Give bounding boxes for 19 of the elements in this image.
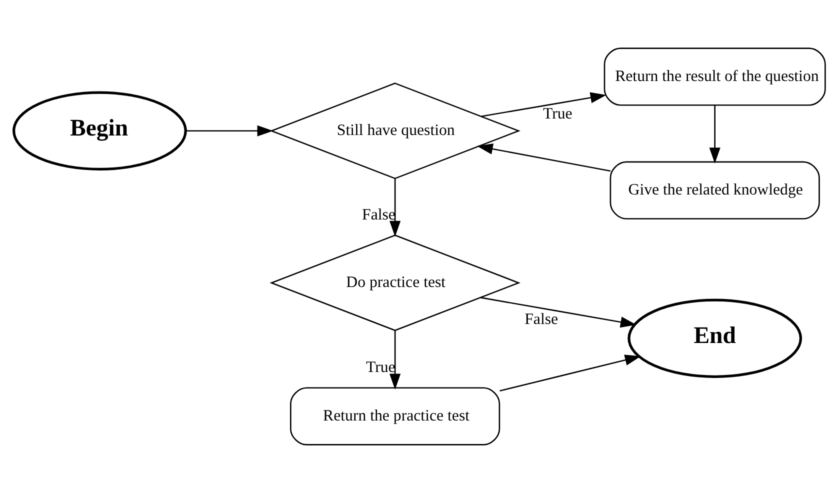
arrow <box>709 104 720 163</box>
node-box: Return the result of the question <box>604 47 826 106</box>
edge-label: False <box>524 310 558 328</box>
node-diamond: Do practice test <box>270 234 520 331</box>
edge-label: True <box>542 105 572 122</box>
arrow <box>186 124 274 136</box>
arrow <box>390 330 401 390</box>
node-ellipse: End <box>628 298 802 378</box>
node-ellipse: Begin <box>12 90 187 170</box>
edge-label: True <box>366 358 396 376</box>
node-diamond: Still have question <box>270 82 520 179</box>
arrow <box>500 354 641 392</box>
node-box: Return the practice test <box>290 386 500 445</box>
arrow <box>390 178 401 236</box>
node-box: Give the related knowledge <box>610 160 820 219</box>
arrow <box>481 92 606 116</box>
edge-label: False <box>362 206 396 223</box>
arrow <box>480 296 636 328</box>
arrow <box>476 142 611 172</box>
